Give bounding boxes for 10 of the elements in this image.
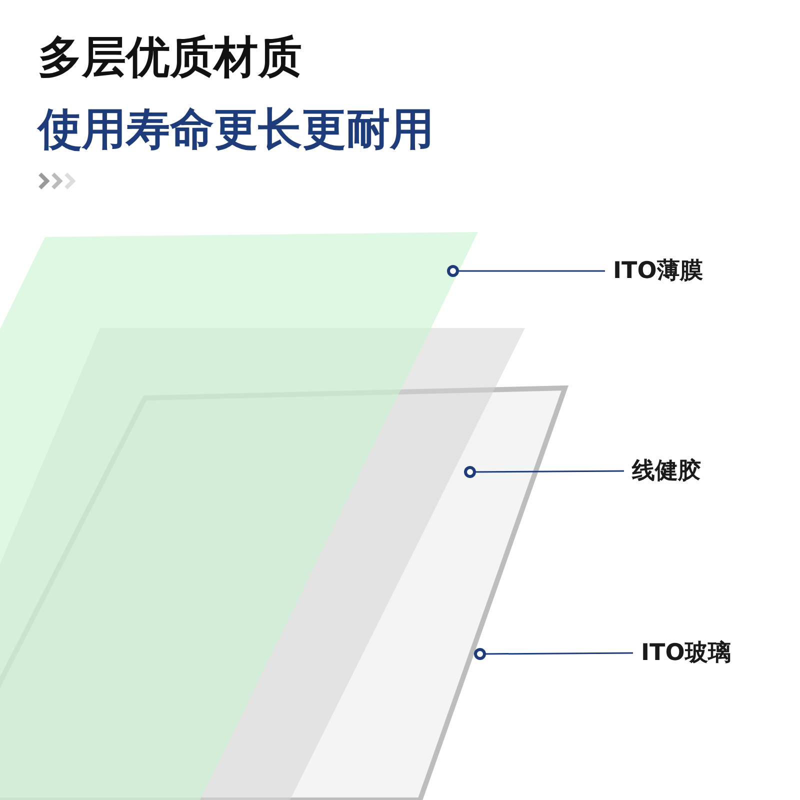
part-label: 线健胶 — [632, 456, 701, 486]
leader-line — [447, 265, 605, 277]
subtitle: 使用寿命更长更耐用 — [38, 103, 434, 157]
leader-line — [464, 466, 624, 478]
film-layer — [0, 232, 478, 800]
part-label: ITO玻璃 — [641, 638, 731, 668]
part-label: ITO薄膜 — [613, 256, 703, 286]
glass-layer — [0, 385, 569, 800]
leader-line — [474, 648, 633, 660]
title: 多层优质材质 — [38, 31, 302, 85]
